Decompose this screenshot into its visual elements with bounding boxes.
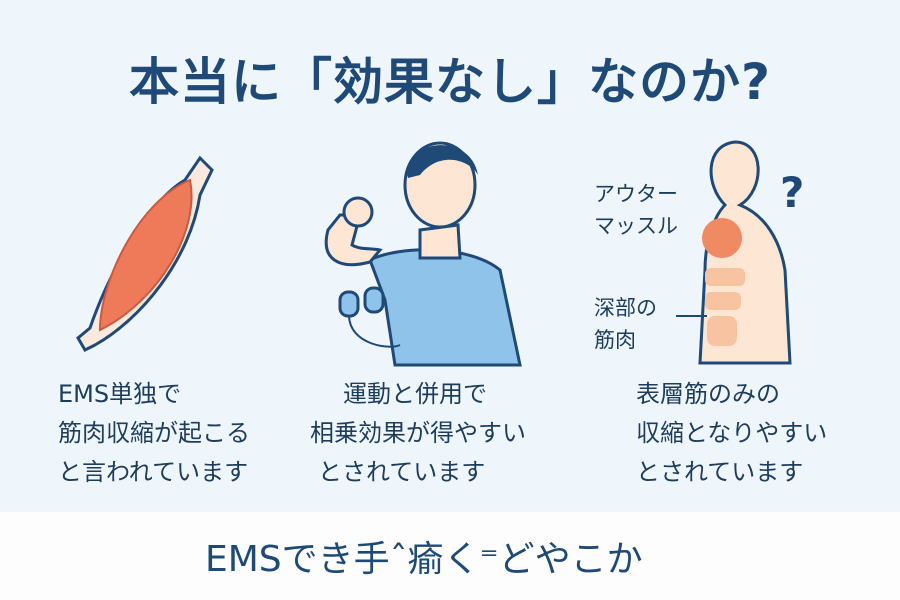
caption-line: とされています xyxy=(636,458,804,486)
caption-line: と言われています xyxy=(58,458,249,486)
torso-muscle-diagram-icon xyxy=(676,140,792,365)
caption-line: 相乗効果が得やすい xyxy=(310,419,526,447)
label-outer-muscle-line1: アウター xyxy=(594,182,678,206)
label-deep-muscle-line2: 筋肉 xyxy=(594,328,636,352)
caption-line: EMS単独で xyxy=(58,380,182,408)
label-outer-muscle-line2: マッスル xyxy=(594,214,678,238)
page-title: 本当に「効果なし」なのか? xyxy=(128,53,771,111)
caption-line: 運動と併用で xyxy=(343,380,487,408)
caption-line: 収縮となりやすい xyxy=(636,419,828,447)
caption-line: 筋肉収縮が起こる xyxy=(58,419,250,447)
label-deep-muscle-line1: 深部の xyxy=(594,296,657,320)
caption-line: 表層筋のみの xyxy=(636,380,780,408)
man-flexing-with-ems-icon xyxy=(324,141,522,367)
muscle-icon xyxy=(76,155,214,352)
footer-text: EMSでき手ˆ瘉く⁼どやこか xyxy=(205,539,643,580)
illustrations xyxy=(76,140,792,367)
footer-band xyxy=(0,512,900,600)
question-mark: ? xyxy=(780,168,805,217)
caption-line: とされています xyxy=(318,458,486,486)
